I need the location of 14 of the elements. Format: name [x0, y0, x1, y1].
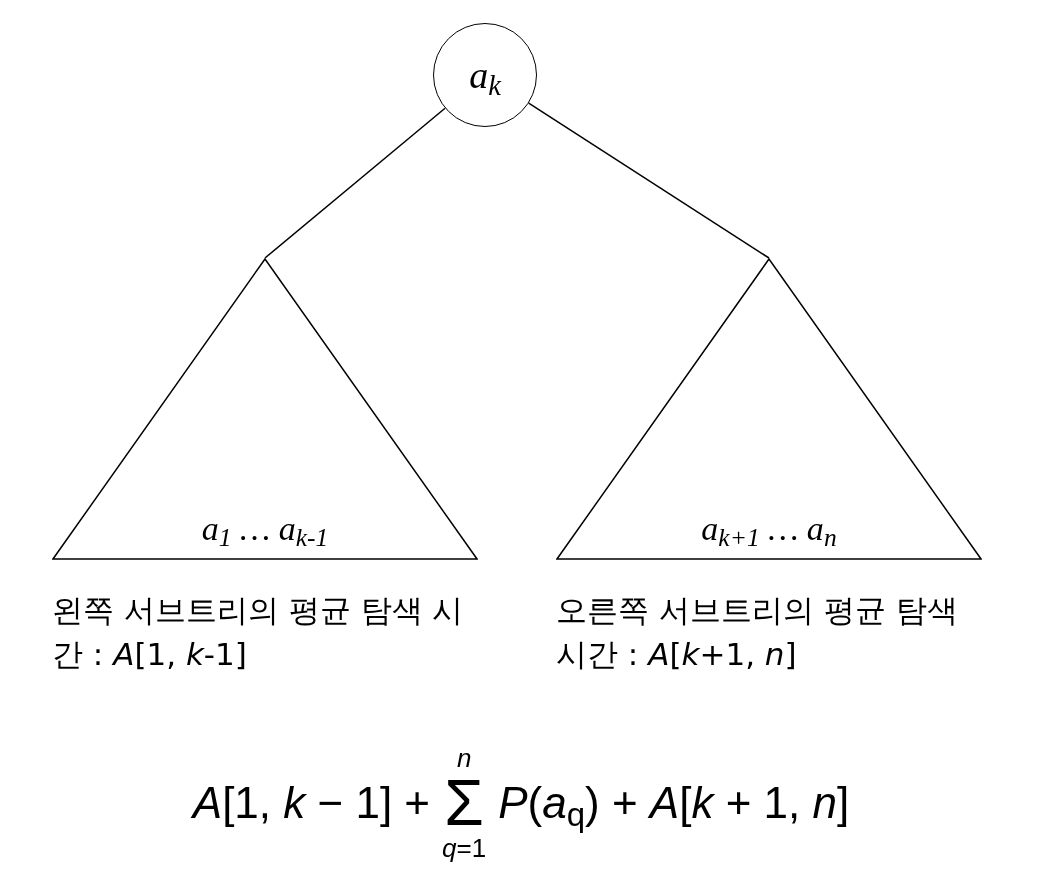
- subtree-triangle: [556, 258, 982, 560]
- formula-term: A[1, k − 1] +: [192, 777, 431, 829]
- tree-edge: [264, 107, 446, 259]
- subtree-caption: 왼쪽 서브트리의 평균 탐색 시간 : A[1, k-1]: [52, 591, 465, 674]
- sum-sign: Σ: [444, 771, 484, 835]
- sum-upper-limit: n: [456, 745, 472, 771]
- node-label: a$_{k}$: [469, 56, 501, 94]
- subtree-triangle: [52, 258, 478, 560]
- tree-edge: [527, 102, 770, 259]
- sum-lower-limit: q=1: [442, 835, 487, 861]
- subtree-caption: 오른쪽 서브트리의 평균 탐색 시간 : A[k+1, n]: [556, 591, 959, 674]
- formula-term: P(a$_{q}$) + A[k + 1, n]: [498, 777, 850, 836]
- node-label: a$_{1}$ … a$_{k-1}$: [200, 512, 330, 546]
- node-label: a$_{k+1}$ … a$_{n}$: [700, 512, 838, 546]
